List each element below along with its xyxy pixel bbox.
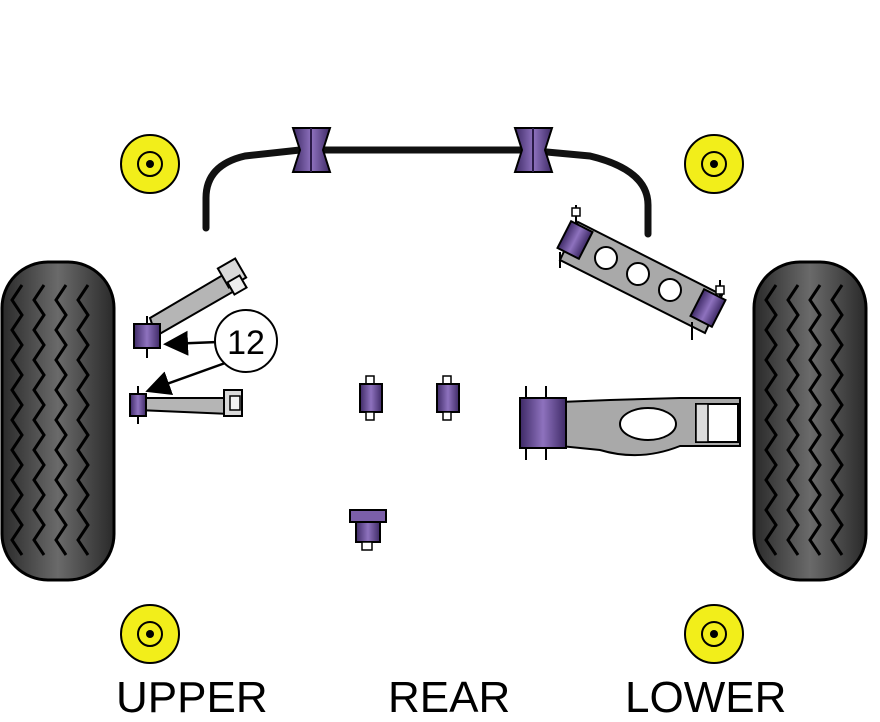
wishbone-arm-lower-left-icon [137, 389, 243, 417]
callout-12: 12 [145, 309, 278, 396]
yellow-marker-bottom-left-icon [120, 604, 180, 664]
bush-center-right-icon [436, 375, 460, 421]
tyre-right-icon [752, 260, 868, 582]
wishbone-arm-lower-right-icon [559, 397, 741, 457]
tyre-left-icon [0, 260, 116, 582]
wishbone-arm-upper-left-icon [148, 257, 248, 338]
bush-center-left-icon [359, 375, 383, 421]
label-rear: REAR [388, 673, 511, 722]
anti-roll-bar-bush-right-icon [513, 127, 554, 173]
yellow-marker-top-right-icon [684, 134, 744, 194]
bush-arm-end-right-icon [689, 280, 727, 340]
bush-lower-left-icon [129, 386, 147, 424]
yellow-marker-top-left-icon [120, 134, 180, 194]
yellow-marker-bottom-right-icon [684, 604, 744, 664]
bush-rear-mount-icon [349, 509, 387, 551]
bush-arm-end-left-icon [556, 205, 594, 268]
label-upper: UPPER [116, 673, 268, 722]
bush-lower-right-large-icon [519, 386, 567, 460]
label-lower: LOWER [625, 673, 787, 722]
callout-number: 12 [227, 324, 265, 362]
anti-roll-bar-icon [202, 146, 652, 238]
anti-roll-bar-bush-left-icon [291, 127, 332, 173]
wishbone-arm-upper-right-icon [556, 205, 727, 340]
bush-upper-left-icon [133, 316, 161, 358]
